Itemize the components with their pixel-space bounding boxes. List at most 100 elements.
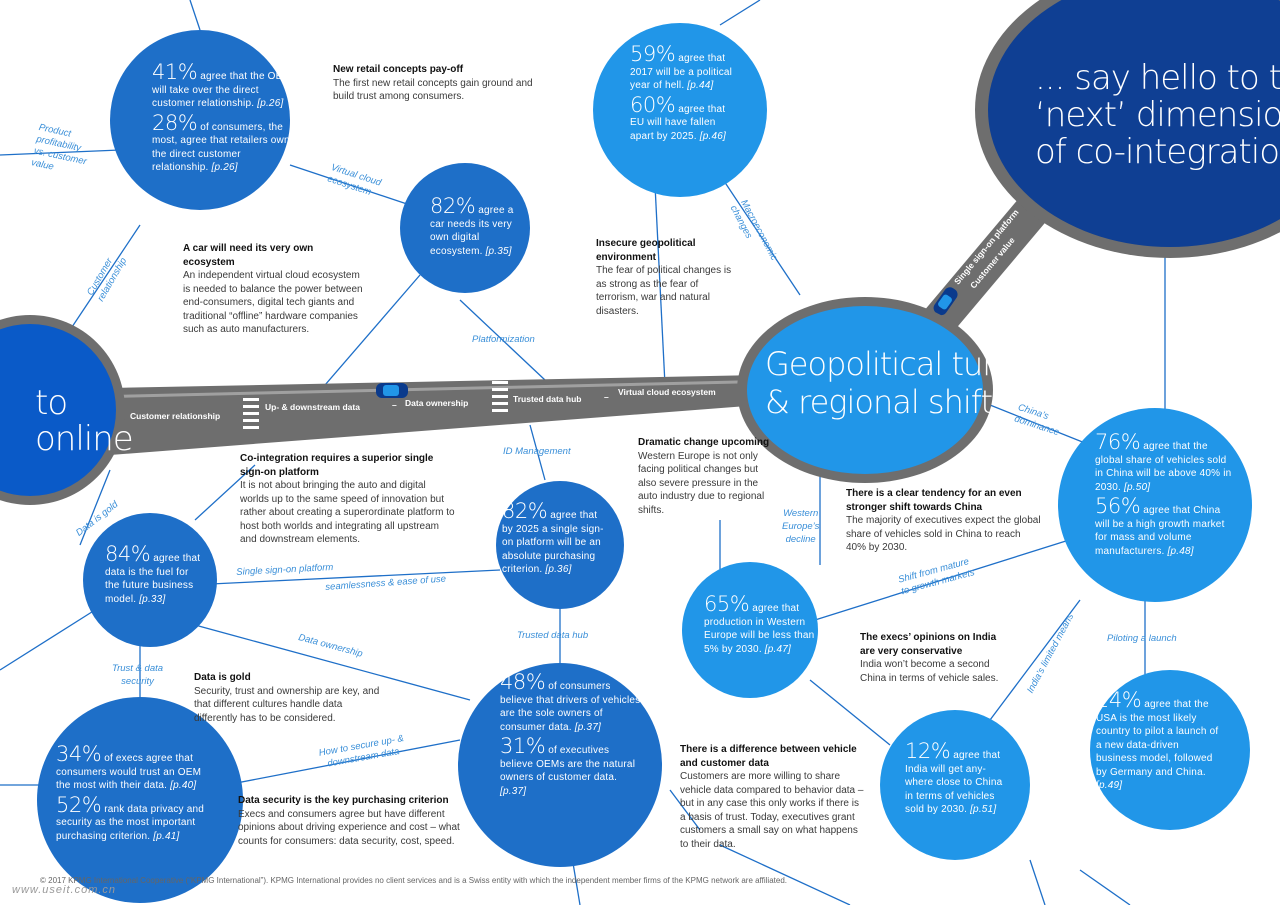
circle-41 [110, 30, 290, 210]
circle-82a [400, 163, 530, 293]
text-datagold-body: Security, trust and ownership are key, a… [194, 685, 380, 724]
text-datagold-title: Data is gold [194, 672, 251, 683]
circle-65 [682, 562, 818, 698]
text-retail-title: New retail concepts pay-off [333, 64, 464, 75]
stat-12-pct: 12% [905, 739, 951, 763]
stat-76-text: agree that the global share of vehicles … [1095, 441, 1232, 493]
stat-65-ref: [p.47] [764, 643, 792, 655]
crosswalk-marks [243, 381, 508, 429]
text-china-body: The majority of executives expect the gl… [846, 515, 1041, 553]
road-label-trusted: Trusted data hub [513, 394, 582, 404]
stat-65: 65%agree that production in Western Euro… [704, 594, 822, 662]
main-road [110, 375, 760, 455]
text-china: There is a clear tendency for an even st… [846, 487, 1041, 555]
circle-84 [83, 513, 217, 647]
text-security-title: Data security is the key purchasing crit… [238, 795, 449, 806]
stat-56-ref: [p.48] [1167, 545, 1194, 557]
text-geopolitical-title: Insecure geopolitical environment [596, 238, 696, 263]
stat-56-text: agree that China will be a high growth m… [1095, 505, 1225, 557]
circle-59 [593, 23, 767, 197]
stat-76: 76%agree that the global share of vehicl… [1095, 432, 1235, 564]
stat-34: 34%of execs agree that consumers would t… [56, 744, 208, 849]
circle-34 [37, 697, 243, 903]
stat-65-pct: 65% [704, 592, 750, 616]
stat-14-pct: 14% [1096, 688, 1142, 712]
center-circle [747, 306, 983, 474]
stat-28-pct: 28% [152, 110, 198, 135]
stat-76-pct: 76% [1095, 430, 1141, 454]
text-dramatic-body: Western Europe is not only facing politi… [638, 450, 765, 516]
text-retail-body: The first new retail concepts gain groun… [333, 77, 533, 103]
stat-41-ref: [p.26] [257, 98, 284, 109]
stat-82a: 82%agree a car needs its very own digita… [430, 196, 525, 264]
stat-65-text: agree that production in Western Europe … [704, 603, 815, 655]
stat-76-ref: [p.50] [1124, 481, 1151, 493]
stat-59-ref: [p.44] [687, 80, 714, 91]
label-platformization: Platformization [472, 334, 535, 345]
stat-59-text: agree that 2017 will be a political year… [630, 53, 733, 91]
stat-14: 14%agree that the USA is the most likely… [1096, 690, 1221, 799]
car-icon [376, 383, 408, 398]
stat-41-pct: 41% [152, 60, 198, 84]
text-difference: There is a difference between vehicle an… [680, 743, 865, 851]
circle-14 [1090, 670, 1250, 830]
label-western: Western Europe’s decline [782, 508, 820, 545]
text-difference-body: Customers are more willing to share vehi… [680, 771, 864, 850]
stat-12-text: agree that India will get any-where clos… [905, 750, 1003, 815]
text-signon-body: It is not about bringing the auto and di… [240, 480, 455, 545]
stat-56-pct: 56% [1095, 494, 1141, 518]
text-difference-title: There is a difference between vehicle an… [680, 744, 857, 769]
stat-84-ref: [p.33] [139, 593, 166, 605]
circle-48 [458, 663, 662, 867]
stat-60-ref: [p.46] [699, 130, 726, 142]
text-ecosystem-body: An independent virtual cloud ecosystem i… [183, 270, 363, 335]
label-id-mgmt: ID Management [503, 446, 571, 457]
stat-84-pct: 84% [105, 542, 151, 566]
stat-34-pct: 34% [56, 742, 102, 766]
text-india: The execs’ opinions on India are very co… [860, 631, 1010, 685]
road-label-dash2: – [604, 392, 609, 402]
center-title: Geopolitical turmoil & regional shift [765, 345, 1059, 421]
stat-31-pct: 31% [500, 734, 546, 758]
stat-59-pct: 59% [630, 42, 676, 66]
text-geopolitical-body: The fear of political changes is as stro… [596, 265, 732, 317]
quote-title: ... say hello to the ‘next’ dimension of… [1035, 60, 1280, 171]
stat-52-ref: [p.41] [153, 830, 180, 842]
label-trust-sec: Trust & data security [112, 663, 164, 687]
quote-title-text: ... say hello to the ‘next’ dimension of… [1035, 58, 1280, 172]
left-title: to online [35, 383, 134, 459]
stat-41-text: agree that the OEM will take over the di… [152, 71, 292, 109]
stat-12-ref: [p.51] [970, 804, 997, 815]
stat-12: 12%agree that India will get any-where c… [905, 741, 1007, 823]
stat-14-text: agree that the USA is the most likely co… [1096, 699, 1219, 778]
text-signon-title: Co-integration requires a superior singl… [240, 453, 434, 478]
circle-82b [496, 481, 624, 609]
stat-48-pct: 48% [500, 670, 546, 694]
stat-28-text: of consumers, the most, agree that retai… [152, 121, 290, 174]
stat-14-ref: [p.49] [1096, 780, 1123, 791]
circle-76 [1058, 408, 1252, 602]
text-india-title: The execs’ opinions on India are very co… [860, 632, 997, 657]
quote-circle [988, 0, 1280, 247]
stat-82b-pct: 82% [502, 499, 548, 523]
stat-34-text: of execs agree that consumers would trus… [56, 753, 202, 791]
stat-31-ref: [p.37] [500, 785, 527, 797]
stat-84: 84%agree that data is the fuel for the f… [105, 544, 203, 612]
stat-82b-ref: [p.36] [545, 564, 572, 575]
stat-41: 41%agree that the OEM will take over the… [152, 62, 292, 181]
stat-28-ref: [p.26] [211, 162, 238, 173]
label-piloting: Piloting a launch [1107, 633, 1177, 644]
circle-12 [880, 710, 1030, 860]
road-label-data-ownership: Data ownership [405, 398, 469, 408]
text-signon: Co-integration requires a superior singl… [240, 452, 455, 547]
stat-82b-text: agree that by 2025 a single sign-on plat… [502, 510, 604, 575]
stat-52-pct: 52% [56, 792, 102, 817]
text-security-body: Execs and consumers agree but have diffe… [238, 808, 460, 847]
car-icon-branch [933, 287, 958, 316]
left-circle [0, 324, 116, 496]
